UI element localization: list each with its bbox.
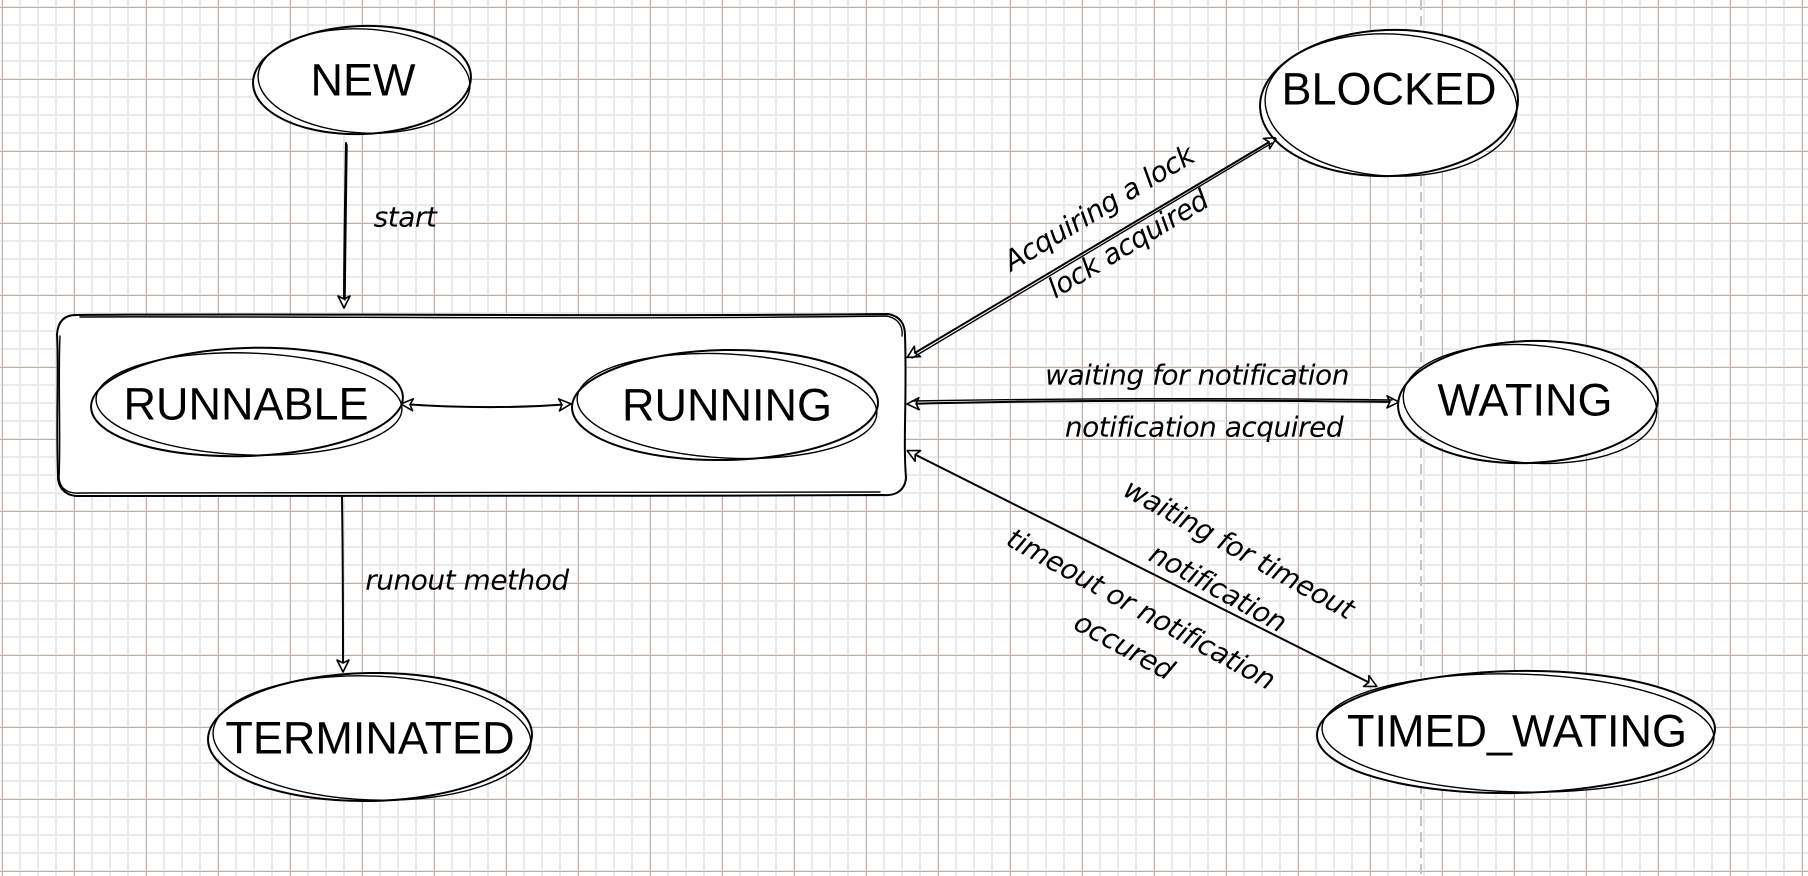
node-label-runnable: RUNNABLE [123, 379, 368, 430]
node-label-running: RUNNING [622, 380, 832, 431]
edge-blocked[interactable] [906, 136, 1278, 359]
edge-runnable-running[interactable] [400, 397, 572, 412]
node-label-blocked: BLOCKED [1281, 64, 1496, 115]
node-runnable[interactable]: RUNNABLE [89, 343, 405, 462]
edge-label-notification-acquired: notification acquired [1065, 411, 1344, 444]
edge-runout[interactable] [336, 496, 350, 673]
node-waiting[interactable]: WATING [1396, 336, 1661, 471]
node-terminated[interactable]: TERMINATED [207, 670, 533, 805]
node-running[interactable]: RUNNING [571, 346, 879, 466]
edge-label-runout: runout method [365, 564, 569, 597]
node-label-new: NEW [311, 55, 417, 106]
node-label-waiting: WATING [1438, 375, 1613, 426]
edge-start[interactable] [337, 142, 351, 309]
node-blocked[interactable]: BLOCKED [1258, 26, 1521, 183]
edge-label-start: start [374, 201, 438, 234]
edge-waiting[interactable] [906, 395, 1400, 411]
node-label-terminated: TERMINATED [225, 713, 514, 764]
edge-label-waiting-for-notification: waiting for notification [1045, 359, 1349, 392]
node-label-timed-waiting: TIMED_WATING [1347, 706, 1687, 757]
node-timed-waiting[interactable]: TIMED_WATING [1316, 668, 1716, 798]
node-new[interactable]: NEW [251, 22, 473, 138]
edge-timed-waiting[interactable] [906, 449, 1378, 688]
